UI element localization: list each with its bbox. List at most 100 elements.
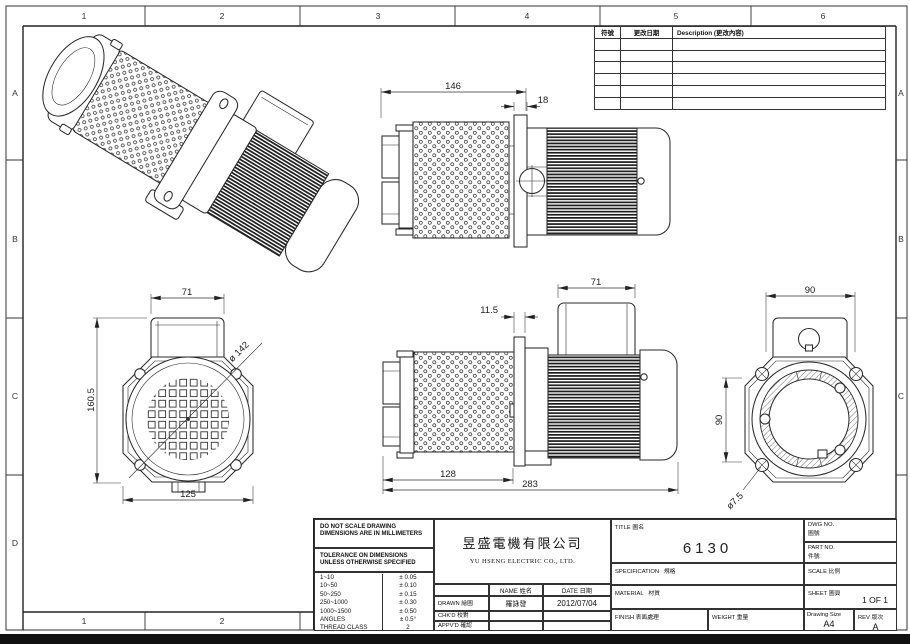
revision-cell [673,39,885,51]
grid-row-label: B [12,234,18,244]
dwg-no-label-zh: 圖號 [808,531,820,537]
note-line: UNLESS OTHERWISE SPECIFIED [320,560,416,567]
scale-label: SCALE 比例 [808,569,841,575]
grid-col-label: 2 [219,11,225,21]
tolerance-row: ANGLES± 0.5° [315,615,433,625]
drawing-size-label: Drawing Size [807,612,842,618]
dimension-label: 18 [538,95,549,106]
revision-cell [595,38,621,51]
signoff-name-checked [489,611,543,621]
revision-cell [595,85,621,98]
company-name-zh: 昱盛電機有限公司 [462,536,583,551]
dimension-label: 90 [714,415,725,426]
finish-cell: FINISH 表面處理 [611,609,708,631]
title-block: DO NOT SCALE DRAWING DIMENSIONS ARE IN M… [313,518,897,631]
tolerance-row: 10~50± 0.10 [315,582,433,591]
dimension-label: 128 [440,469,456,480]
iso-flange [153,90,239,210]
revision-cell [621,85,673,98]
drawing-title: 6130 [682,540,733,557]
mounting-flange [513,336,526,467]
company-name-en: YU HSENG ELECTRIC CO., LTD. [469,558,576,565]
tolerance-row: 250~1000± 0.30 [315,599,433,608]
weight-label: WEIGHT 重量 [712,615,749,621]
dimension-label: 283 [522,479,538,490]
spec-label: SPECIFICATION [615,569,660,575]
view-front: ø 142 71 160.5 125 [86,287,263,504]
grid-col-label: 2 [219,616,225,626]
revision-table: 符號 更改日期 Description (更改內容) [594,26,886,110]
title-cell: TITLE 圖名 6130 [611,519,804,563]
grid-col-label: 4 [524,11,530,21]
signoff-date-checked [543,611,611,621]
grid-col-label: 6 [820,11,826,21]
sheet-cell: SHEET 圖頁 1 OF 1 [804,585,897,609]
rev-value: A [872,622,879,631]
signoff-name-approved [489,621,543,631]
revision-cell [673,86,885,98]
revision-cell [621,74,673,86]
revision-cell [595,97,621,110]
revision-col-description: Description (更改內容) [673,27,885,39]
part-no-cell: PART NO. 件號 [804,542,897,563]
grid-col-label: 5 [673,11,679,21]
view-bottom-side: 71 11.5 128 283 [382,277,679,494]
signoff-label-checked: CHK'D 校對 [434,611,489,621]
revision-cell [595,74,621,86]
note-do-not-scale: DO NOT SCALE DRAWING DIMENSIONS ARE IN M… [314,519,434,548]
drawing-size-cell: Drawing Size A4 [804,609,854,631]
tolerance-table: 1~10± 0.05 10~50± 0.10 50~250± 0.15 250~… [314,572,434,631]
revision-cell [673,62,885,75]
revision-cell [595,50,621,63]
dimension-label: 160.5 [86,388,97,412]
rev-cell: REV 版次 A [854,609,897,631]
tolerance-row: 1~10± 0.05 [315,574,433,583]
company-cell: 昱盛電機有限公司 YU HSENG ELECTRIC CO., LTD. [434,519,611,584]
view-isometric [42,34,360,273]
grid-col-label: 1 [81,11,87,21]
revision-cell [673,74,885,86]
signoff-date-drawn: 2012/07/04 [543,596,611,611]
motor-bell [636,127,671,236]
iso-cap-face [42,36,105,117]
terminal-box [557,302,636,356]
dimension-label: 125 [180,489,196,500]
dimension-label: ø 142 [227,340,252,365]
corner-screws [754,366,864,473]
dimension-label: 90 [805,285,816,296]
signoff-header-date: DATE 日期 [543,584,611,596]
dwg-no-label: DWG NO. [808,522,835,528]
signoff-date-approved [543,621,611,631]
finish-label: FINISH 表面處理 [615,615,659,621]
part-no-label-zh: 件號 [808,554,820,560]
revision-cell [621,38,673,51]
revision-cell [621,62,673,75]
note-line: DIMENSIONS ARE IN MILLIMETERS [320,531,423,538]
grid-row-label: C [11,391,19,401]
revision-cell [621,50,673,63]
dwg-no-cell: DWG NO. 圖號 [804,519,897,542]
sheet-value: 1 OF 1 [862,595,888,605]
specification-cell: SPECIFICATION 規格 [611,563,804,585]
grid-col-label: 3 [375,11,381,21]
grid-col-label: 1 [81,616,87,626]
signoff-header-name: NAME 姓名 [489,584,543,596]
spec-label-zh: 規格 [663,569,676,575]
view-top-side: 146 18 [380,81,671,248]
revision-col-date: 更改日期 [621,27,673,39]
grid-row-label: C [897,391,905,401]
grid-row-label: D [11,538,19,548]
filter-body [413,351,515,453]
motor-fins [546,127,638,236]
grid-row-label: B [898,234,904,244]
drawing-size-value: A4 [823,619,835,629]
filter-cap [398,130,414,229]
dimension-label: ø7.5 [725,491,746,512]
material-cell: MATERIAL 材質 [611,585,804,609]
title-label: TITLE 圖名 [615,525,644,531]
signoff-name-drawn: 羅詠發 [489,596,543,611]
scan-edge-bar [0,634,910,644]
part-no-label: PART NO. [808,545,835,551]
